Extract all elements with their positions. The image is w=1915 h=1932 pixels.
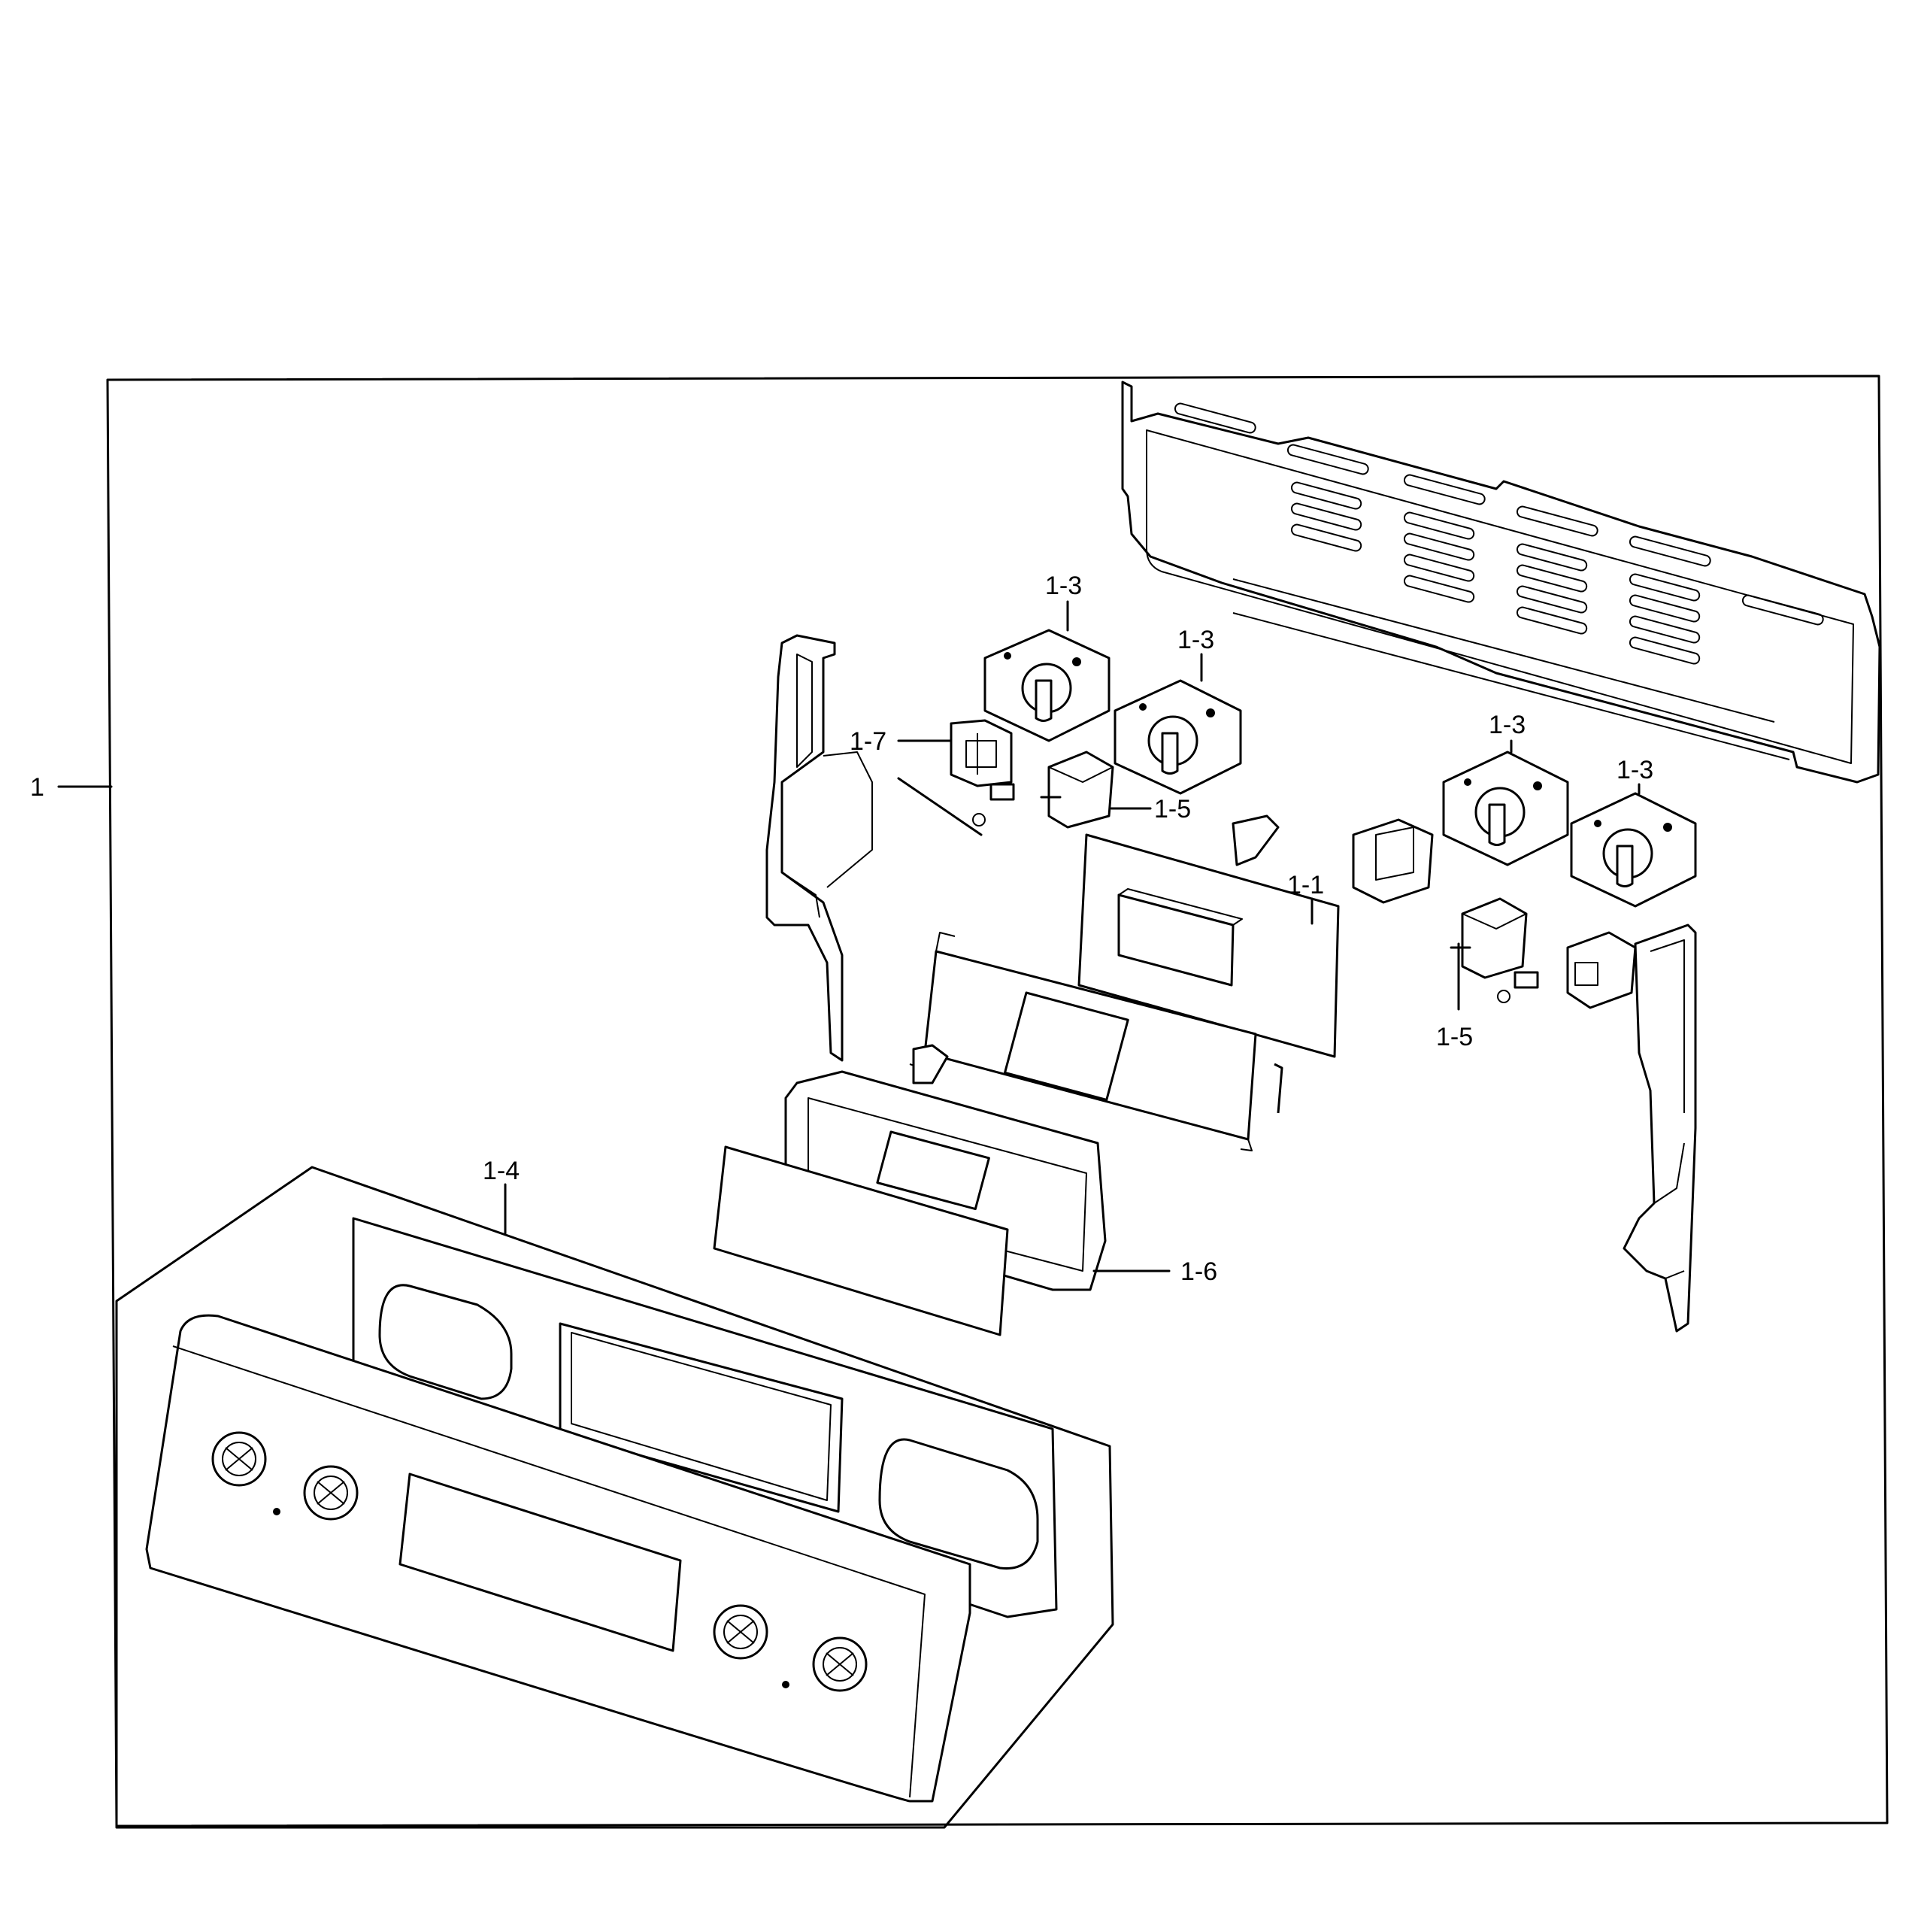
label-1-4: 1-4 <box>483 1157 520 1185</box>
callout-1-7: 1-7 <box>850 727 953 756</box>
rotary-switch-1 <box>983 629 1111 742</box>
assembly-frame <box>106 375 1889 1827</box>
control-panel-box-outline <box>115 1166 1114 1829</box>
connecting-rod <box>897 777 983 836</box>
relay-box-1 <box>1040 751 1114 829</box>
callout-1-4: 1-4 <box>483 1157 520 1235</box>
callout-1-3-c: 1-3 <box>1489 711 1526 754</box>
control-pcb <box>909 932 1283 1151</box>
label-1-3-c: 1-3 <box>1489 711 1526 739</box>
burner-knob-hole-2 <box>303 1465 359 1521</box>
control-panel-back-frame <box>352 1217 1058 1618</box>
label-1-7: 1-7 <box>850 727 886 756</box>
louvre-slots <box>1174 402 1824 665</box>
burner-knob-hole-1 <box>211 1431 267 1487</box>
callout-1-5-a: 1-5 <box>1110 795 1191 823</box>
callout-1: 1 <box>30 773 113 802</box>
rotary-switch-3 <box>1442 751 1569 866</box>
burner-knob-hole-3 <box>713 1604 768 1660</box>
callout-1-3-a: 1-3 <box>1045 572 1082 632</box>
transformer <box>1352 818 1434 904</box>
burner-knob-hole-4 <box>812 1636 868 1692</box>
label-1-5-b: 1-5 <box>1436 1023 1473 1051</box>
callout-1-5-b: 1-5 <box>1436 942 1473 1051</box>
callout-1-6: 1-6 <box>1092 1257 1217 1286</box>
right-side-bracket <box>1623 924 1697 1333</box>
callout-1-1: 1-1 <box>1287 871 1324 925</box>
callout-1-3-b: 1-3 <box>1177 626 1214 682</box>
relay-box-2 <box>1450 897 1539 1003</box>
callout-1-3-d: 1-3 <box>1617 756 1653 795</box>
label-1-3-d: 1-3 <box>1617 756 1653 784</box>
rotary-switch-4 <box>1570 792 1697 908</box>
label-1-6: 1-6 <box>1180 1257 1217 1286</box>
display-board <box>1077 833 1340 1058</box>
right-terminal-block <box>1566 931 1637 1009</box>
rotary-switch-2 <box>1114 679 1242 795</box>
display-window-frame <box>784 1070 1107 1291</box>
left-side-bracket <box>765 634 873 1062</box>
control-panel-fascia <box>145 1314 971 1803</box>
label-1: 1 <box>30 773 44 802</box>
label-1-1: 1-1 <box>1287 871 1324 899</box>
label-1-5-a: 1-5 <box>1154 795 1191 823</box>
label-1-3-b: 1-3 <box>1177 626 1214 654</box>
mounting-clip <box>1232 814 1280 866</box>
display-glass-panel <box>713 1145 1009 1336</box>
terminal-block <box>950 719 1015 826</box>
label-1-3-a: 1-3 <box>1045 572 1082 600</box>
rear-back-panel <box>1121 381 1881 784</box>
